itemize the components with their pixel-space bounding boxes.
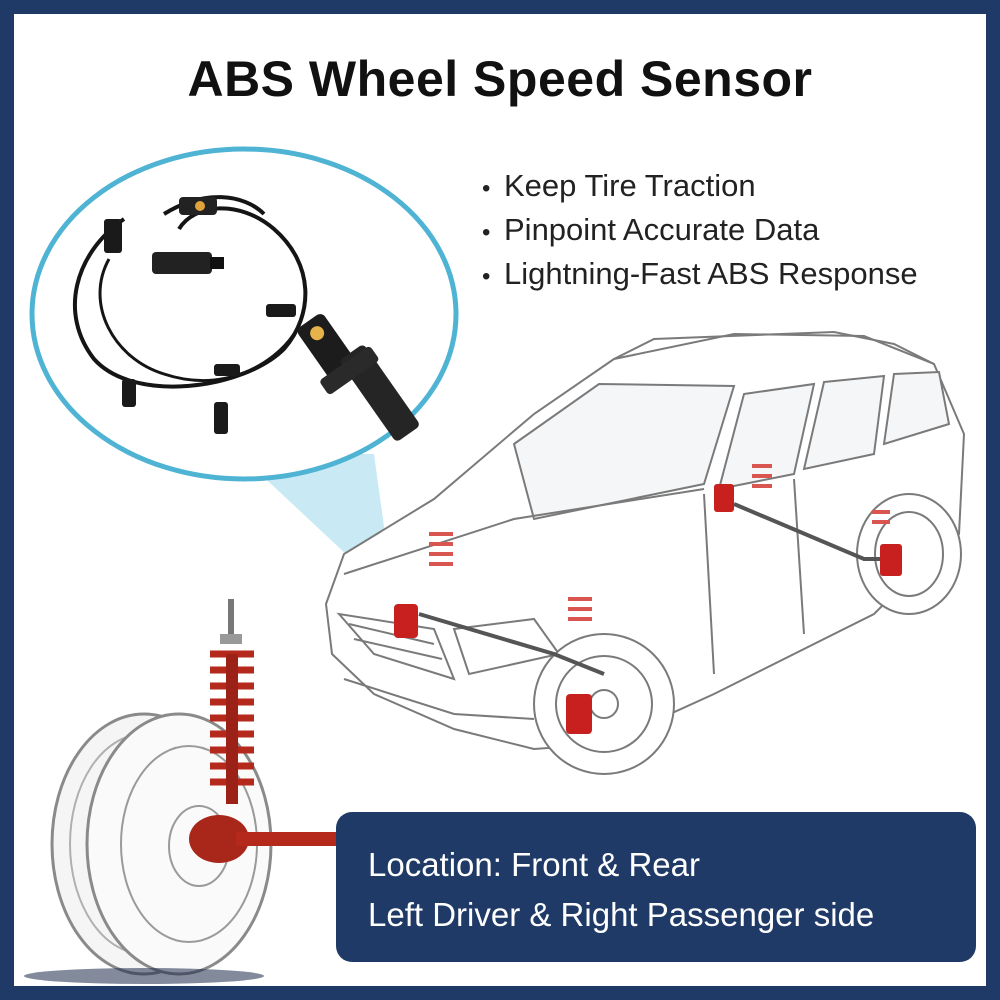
- side-line: Left Driver & Right Passenger side: [368, 896, 875, 933]
- car-springs: [429, 464, 890, 621]
- location-line: Location: Front & Rear: [368, 846, 700, 883]
- bullet-icon: •: [482, 263, 491, 290]
- product-bubble: [29, 146, 459, 482]
- banner-title: ABS Wheel Speed Sensor: [187, 51, 813, 107]
- feature-list: •Keep Tire Traction •Pinpoint Accurate D…: [482, 164, 918, 296]
- location-label-box: Location: Front & Rear Left Driver & Rig…: [336, 812, 976, 962]
- feature-item: •Lightning-Fast ABS Response: [482, 252, 918, 296]
- bullet-icon: •: [482, 175, 491, 202]
- feature-item: •Pinpoint Accurate Data: [482, 208, 918, 252]
- brake-calipers: [394, 484, 902, 734]
- feature-item: •Keep Tire Traction: [482, 164, 918, 208]
- suv-drawing: [324, 330, 966, 775]
- wheel-closeup: [50, 599, 348, 976]
- illustration: [24, 146, 966, 984]
- bullet-icon: •: [482, 219, 491, 246]
